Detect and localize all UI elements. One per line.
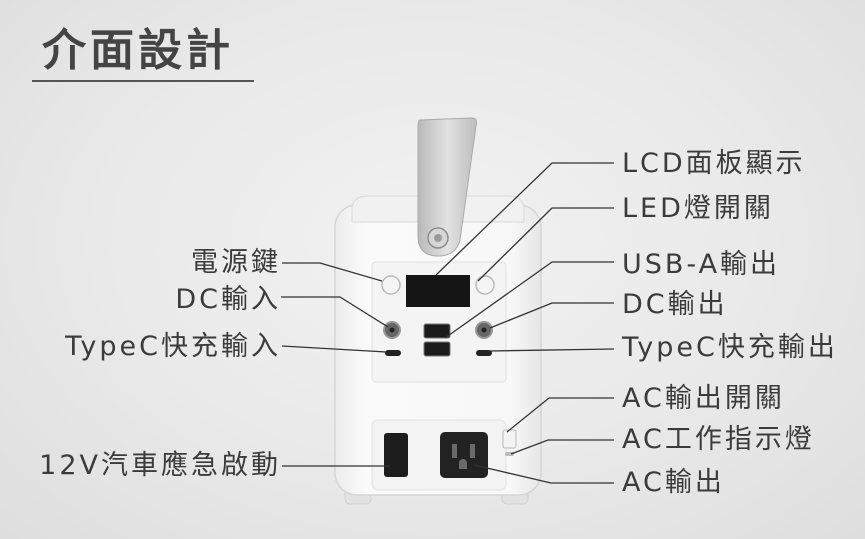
label-ac-indicator: AC工作指示燈 bbox=[622, 424, 815, 455]
usb-a-port-1 bbox=[423, 323, 451, 339]
typec-input-port bbox=[385, 350, 401, 356]
leader-lines bbox=[281, 162, 615, 484]
usb-a-port-2 bbox=[423, 341, 451, 357]
label-ac-output: AC輸出 bbox=[622, 467, 725, 498]
ac-indicator-light bbox=[505, 452, 514, 456]
ac-outlet bbox=[440, 432, 488, 478]
label-dc-input: DC輸入 bbox=[175, 284, 281, 315]
led-button bbox=[475, 275, 495, 295]
label-led-switch: LED燈開關 bbox=[622, 193, 774, 224]
label-car-jump-start: 12V汽車應急啟動 bbox=[39, 450, 281, 481]
lcd-screen bbox=[406, 275, 470, 307]
title-underline bbox=[32, 80, 254, 82]
label-lcd-panel: LCD面板顯示 bbox=[622, 148, 806, 179]
typec-output-port bbox=[476, 350, 492, 356]
power-button bbox=[381, 275, 401, 295]
car-jump-start-port bbox=[384, 433, 408, 477]
label-dc-output: DC輸出 bbox=[622, 289, 728, 320]
label-ac-switch: AC輸出開關 bbox=[622, 383, 785, 414]
device-handle bbox=[417, 117, 477, 257]
label-usb-a-output: USB-A輸出 bbox=[622, 249, 781, 280]
label-power-button: 電源鍵 bbox=[191, 247, 281, 278]
page-title: 介面設計 bbox=[42, 25, 234, 76]
label-typec-output: TypeC快充輸出 bbox=[622, 332, 838, 363]
label-typec-input: TypeC快充輸入 bbox=[65, 331, 281, 362]
ac-switch bbox=[502, 429, 517, 449]
